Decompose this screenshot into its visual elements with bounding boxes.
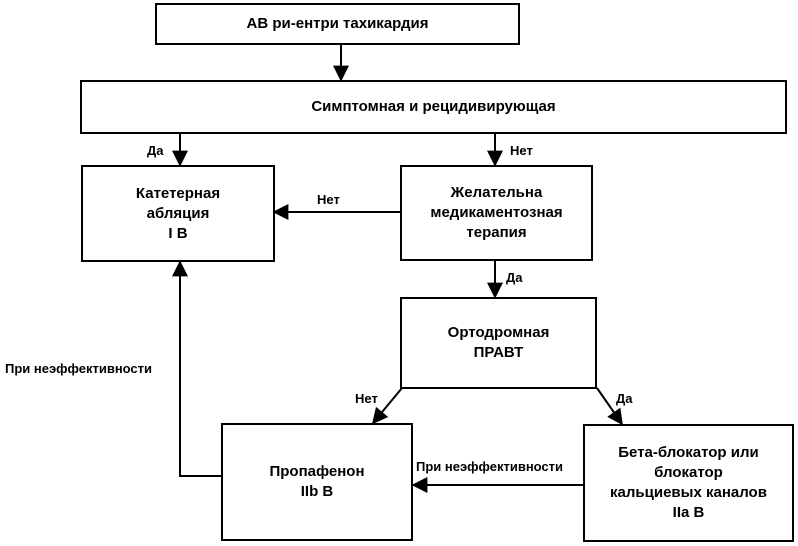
edge-label-orthodromic-yes: Да bbox=[616, 391, 633, 406]
edge-label-drug-yes: Да bbox=[506, 270, 523, 285]
edge-label-drug-no: Нет bbox=[317, 192, 340, 207]
node-beta-blocker-line-3: кальциевых каналов bbox=[610, 484, 767, 501]
node-beta-blocker-line-4: IIa B bbox=[672, 504, 705, 521]
node-drug-therapy: Желательна медикаментозная терапия bbox=[400, 165, 593, 261]
arrow-propafenone-to-ablation bbox=[172, 260, 221, 477]
node-drug-therapy-line-2: медикаментозная bbox=[430, 204, 563, 221]
node-propafenone-line-2: IIb B bbox=[300, 483, 334, 500]
edge-label-symptomatic-yes: Да bbox=[147, 143, 164, 158]
edge-label-orthodromic-no: Нет bbox=[355, 391, 378, 406]
node-beta-blocker-line-1: Бета-блокатор или bbox=[618, 444, 759, 461]
node-symptomatic-line: Симптомная и рецидивирующая bbox=[311, 98, 556, 115]
node-orthodromic: Ортодромная ПРАВТ bbox=[400, 297, 597, 389]
node-drug-therapy-line-3: терапия bbox=[466, 224, 527, 241]
node-ablation-line-1: Катетерная bbox=[135, 184, 221, 202]
node-symptomatic: Симптомная и рецидивирующая bbox=[80, 80, 787, 134]
node-ablation-line-3: I B bbox=[168, 224, 188, 242]
node-beta-blocker-line-2: блокатор bbox=[654, 464, 723, 481]
node-drug-therapy-line-1: Желательна bbox=[450, 184, 543, 201]
node-beta-blocker: Бета-блокатор или блокатор кальциевых ка… bbox=[583, 424, 794, 542]
edge-label-symptomatic-no: Нет bbox=[510, 143, 533, 158]
arrow-orthodromic-to-betablocker bbox=[596, 387, 623, 426]
node-orthodromic-line-2: ПРАВТ bbox=[473, 344, 524, 361]
arrow-orthodromic-to-propafenone bbox=[371, 387, 403, 425]
node-propafenone-line-1: Пропафенон bbox=[269, 463, 365, 480]
node-orthodromic-line-1: Ортодромная bbox=[447, 324, 550, 341]
node-ablation: Катетерная абляция I B bbox=[81, 165, 275, 262]
node-propafenone: Пропафенон IIb B bbox=[221, 423, 413, 541]
edge-label-propafenone-ineffective: При неэффективности bbox=[5, 361, 153, 376]
node-start-line: АВ ри-ентри тахикардия bbox=[246, 15, 429, 32]
node-ablation-line-2: абляция bbox=[146, 204, 210, 222]
edge-label-beta-ineffective: При неэффективности bbox=[416, 459, 564, 474]
node-start: АВ ри-ентри тахикардия bbox=[155, 3, 520, 45]
